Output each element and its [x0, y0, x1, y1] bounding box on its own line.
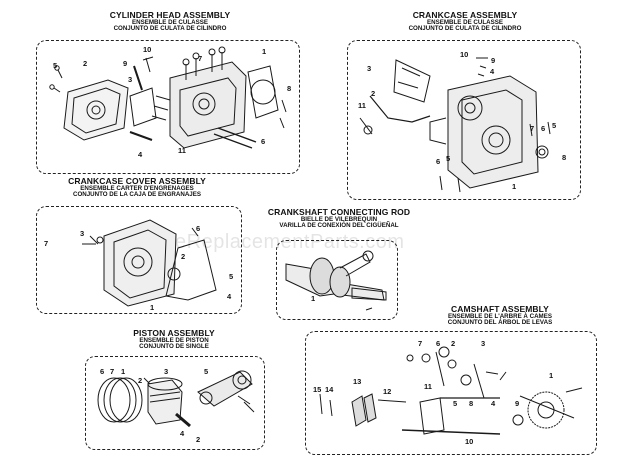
part-callout: 8 [287, 84, 292, 93]
section-title: CYLINDER HEAD ASSEMBLY [109, 10, 231, 20]
part-callout: 2 [83, 59, 88, 68]
part-callout: 4 [491, 399, 496, 408]
part-callout: 11 [358, 101, 366, 110]
part-callout: 11 [178, 146, 186, 155]
section-subtitle-es: VARILLA DE CONEXIÓN DEL CIGÜEÑAL [279, 222, 399, 230]
part-callout: 12 [383, 387, 392, 396]
part-callout: 5 [53, 61, 58, 70]
part-callout: 10 [460, 50, 469, 59]
section-subtitle-fr: BIELLE DE VILEBREQUIN [300, 215, 378, 223]
watermark: eReplacementParts.com [175, 231, 405, 253]
section-title: CRANKSHAFT CONNECTING ROD [267, 207, 411, 217]
part-callout: 1 [311, 294, 316, 303]
crankcase-cover-drawing [82, 219, 217, 307]
section-subtitle-fr: ENSEMBLE DE CULASSE [132, 18, 208, 26]
part-callout: 9 [491, 56, 496, 65]
part-callout: 6 [196, 224, 201, 233]
part-callout: 10 [465, 437, 474, 446]
part-callout: 13 [353, 377, 362, 386]
section-subtitle-es: CONJUNTO DE CULATA DE CILINDRO [408, 25, 522, 33]
part-callout: 6 [436, 339, 441, 348]
part-callout: 5 [204, 367, 209, 376]
part-callout: 3 [367, 64, 372, 73]
section-subtitle-es: CONJUNTO DE CULATA DE CILINDRO [113, 25, 227, 33]
crankshaft-title: CRANKSHAFT CONNECTING ROD BIELLE DE VILE… [264, 208, 414, 230]
section-subtitle-fr: ENSEMBLE DE CULASSE [427, 18, 503, 26]
part-callout: 3 [481, 339, 486, 348]
part-callout: 2 [371, 89, 376, 98]
cylinder-head-title: CYLINDER HEAD ASSEMBLY ENSEMBLE DE CULAS… [95, 11, 245, 33]
section-subtitle-es: CONJUNTO DE LA CAJA DE ENGRANAJES [72, 191, 201, 199]
part-callout: 7 [198, 54, 203, 63]
part-callout: 8 [469, 399, 474, 408]
piston-title: PISTON ASSEMBLY ENSEMBLE DE PISTON CONJU… [107, 329, 241, 351]
part-callout: 6 [541, 124, 546, 133]
part-callout: 7 [530, 124, 535, 133]
part-callout: 3 [128, 75, 133, 84]
cylinder-head-box [36, 40, 300, 174]
part-callout: 6 [436, 157, 441, 166]
crankcase-title: CRANKCASE ASSEMBLY ENSEMBLE DE CULASSE C… [390, 11, 540, 33]
part-callout: 7 [110, 367, 115, 376]
part-callout: 14 [325, 385, 334, 394]
part-callout: 7 [418, 339, 423, 348]
part-callout: 1 [121, 367, 126, 376]
part-callout: 5 [552, 121, 557, 130]
section-subtitle-es: CONJUNTO DE SINGLE [139, 343, 209, 351]
section-subtitle-es: CONJUNTO DEL ÁRBOL DE LEVAS [447, 319, 553, 327]
section-subtitle-fr: ENSEMBLE DE L'ARBRE À CAMES [448, 312, 552, 320]
section-title: CRANKCASE ASSEMBLY [412, 10, 518, 20]
crankshaft-box [276, 240, 398, 320]
part-callout: 2 [451, 339, 456, 348]
part-callout: 9 [515, 399, 520, 408]
camshaft-title: CAMSHAFT ASSEMBLY ENSEMBLE DE L'ARBRE À … [415, 305, 585, 327]
part-callout: 15 [313, 385, 322, 394]
section-title: PISTON ASSEMBLY [133, 328, 215, 338]
crankcase-cover-title: CRANKCASE COVER ASSEMBLY ENSEMBLE CARTER… [62, 177, 212, 199]
part-callout: 4 [138, 150, 143, 159]
cylinder-head-drawing [49, 46, 287, 149]
part-callout: 1 [512, 182, 517, 191]
camshaft-drawing [319, 346, 583, 435]
piston-drawing [97, 370, 255, 428]
part-callout: 9 [123, 59, 128, 68]
part-callout: 1 [262, 47, 267, 56]
part-callout: 7 [44, 239, 49, 248]
part-callout: 4 [227, 292, 232, 301]
section-subtitle-fr: ENSEMBLE DE PISTON [139, 336, 209, 344]
part-callout: 4 [180, 429, 185, 438]
crankcase-drawing [359, 57, 551, 193]
part-callout: 8 [562, 153, 567, 162]
part-callout: 1 [150, 303, 155, 312]
part-callout: 2 [181, 252, 186, 261]
part-callout: 4 [490, 67, 495, 76]
crankcase-cover-box [36, 206, 242, 314]
section-title: CRANKCASE COVER ASSEMBLY [68, 176, 206, 186]
part-callout: 1 [549, 371, 554, 380]
part-callout: 11 [424, 382, 432, 391]
part-callout: 5 [453, 399, 458, 408]
part-callout: 10 [143, 45, 152, 54]
piston-box [85, 356, 265, 450]
part-callout: 3 [164, 367, 169, 376]
camshaft-box [305, 331, 597, 455]
part-callout: 2 [196, 435, 201, 444]
part-callout: 5 [229, 272, 234, 281]
part-callout: 5 [446, 154, 451, 163]
part-callout: 2 [138, 376, 143, 385]
crankcase-box [347, 40, 581, 200]
section-title: CAMSHAFT ASSEMBLY [451, 304, 549, 314]
part-callout: 6 [100, 367, 105, 376]
part-callout: 6 [261, 137, 266, 146]
section-subtitle-fr: ENSEMBLE CARTER D'ENGRENAGES [80, 184, 194, 192]
part-callout: 3 [80, 229, 85, 238]
crankshaft-drawing [285, 250, 387, 311]
